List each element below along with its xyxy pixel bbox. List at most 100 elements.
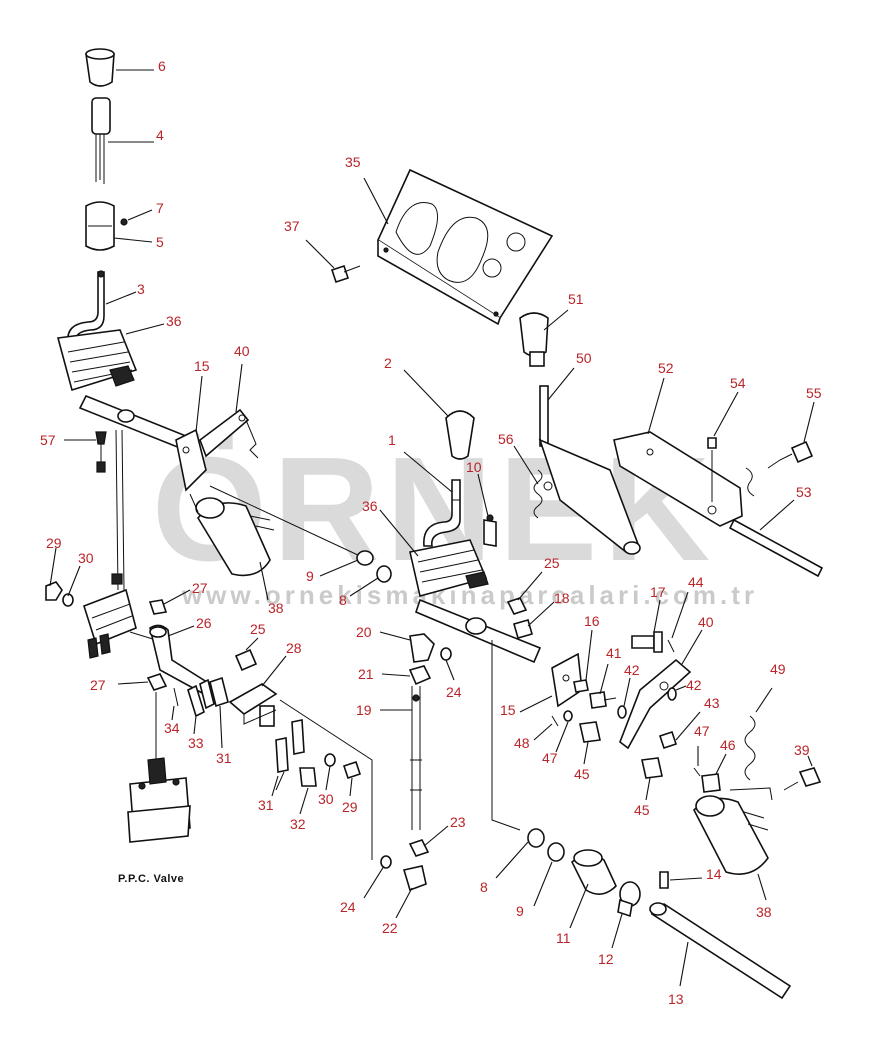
pin-44 (667, 639, 675, 653)
callouts: 6 4 7 5 3 36 15 40 57 35 37 51 50 52 54 … (40, 58, 822, 1007)
callout-28: 28 (286, 640, 302, 656)
callout-19: 19 (356, 702, 372, 718)
spring-56 (533, 469, 553, 519)
lever-50 (538, 385, 641, 555)
clevis-45-left (579, 721, 601, 743)
callout-42-a: 42 (624, 662, 640, 678)
callout-17: 17 (650, 584, 666, 600)
ppc-valve-caption: P.P.C. Valve (118, 873, 184, 885)
bracket-15-right (551, 652, 583, 708)
callout-13: 13 (668, 991, 684, 1007)
pin-16 (573, 679, 589, 693)
clevis-45-right (641, 757, 663, 779)
bracket-15-upper (175, 428, 207, 492)
bushing-11 (571, 849, 617, 895)
washer-47-left (563, 710, 573, 722)
rod-57 (95, 431, 107, 473)
callout-29-left: 29 (46, 535, 62, 551)
pin-54 (707, 437, 717, 449)
callout-48: 48 (514, 735, 530, 751)
callout-41: 41 (606, 645, 622, 661)
bolt-41 (589, 691, 617, 709)
callout-33: 33 (188, 735, 204, 751)
nut-27-upper (148, 599, 168, 615)
pin-47-right (693, 767, 701, 777)
axis-line-left-vertical (279, 699, 373, 860)
washer-25-left (234, 648, 258, 672)
callout-44: 44 (688, 574, 704, 590)
spacer-8-upper (376, 565, 392, 583)
collar-12 (617, 881, 641, 918)
callout-21: 21 (358, 666, 374, 682)
ring-center (465, 617, 487, 635)
callout-24-lower: 24 (340, 899, 356, 915)
links-33-34 (173, 676, 229, 718)
links-31-lower (275, 719, 305, 791)
callout-6: 6 (158, 58, 166, 74)
callout-11: 11 (556, 930, 571, 946)
callout-49: 49 (770, 661, 786, 677)
pin-14 (659, 871, 669, 889)
callout-51: 51 (568, 291, 584, 307)
callout-54: 54 (730, 375, 746, 391)
callout-56: 56 (498, 431, 514, 447)
washer-42-a (617, 705, 627, 719)
callout-14: 14 (706, 866, 722, 882)
knob-6 (85, 48, 115, 87)
washer-24-center (440, 647, 452, 661)
cover-panel-35 (376, 168, 554, 326)
callout-30-left: 30 (78, 550, 94, 566)
spring-49 (744, 715, 756, 781)
callout-12: 12 (598, 951, 614, 967)
nuts-29-30-left (45, 581, 74, 607)
joint-20 (409, 633, 435, 663)
callout-31-lower: 31 (258, 797, 274, 813)
pin-48 (551, 715, 559, 727)
callout-10: 10 (466, 459, 482, 475)
rod-19 (410, 686, 422, 830)
pin-46 (701, 773, 721, 793)
shaft-13 (649, 902, 792, 1000)
spacer-9-lower (547, 842, 565, 862)
lever-3 (67, 270, 105, 343)
pin-32 (299, 767, 317, 787)
callout-52: 52 (658, 360, 674, 376)
callout-50: 50 (576, 350, 592, 366)
callout-7: 7 (156, 200, 164, 216)
solenoid-38-lower (693, 795, 769, 875)
knob-2 (445, 410, 475, 460)
callout-46: 46 (720, 737, 736, 753)
axis-line-upper (209, 485, 361, 557)
callout-15-upper: 15 (194, 358, 210, 374)
boot-36-center (409, 539, 489, 597)
axis-line-center (491, 640, 521, 831)
callout-39: 39 (794, 742, 810, 758)
nut-25-center (506, 597, 528, 615)
lever-1 (423, 479, 461, 547)
callout-31-upper: 31 (216, 750, 232, 766)
callout-23: 23 (450, 814, 466, 830)
bracket-52 (613, 431, 743, 527)
callout-43: 43 (704, 695, 720, 711)
arm-40-upper (199, 408, 259, 459)
spacer-8-lower (527, 828, 545, 848)
callout-47-right: 47 (694, 723, 710, 739)
callout-26: 26 (196, 615, 212, 631)
callout-30-lower: 30 (318, 791, 334, 807)
callout-9-lower: 9 (516, 903, 524, 919)
callout-20: 20 (356, 624, 372, 640)
handle-51 (519, 312, 549, 367)
callout-38-upper: 38 (268, 600, 284, 616)
spacer-9-upper (356, 550, 374, 566)
callout-18: 18 (554, 590, 570, 606)
joint-22 (402, 865, 427, 892)
callout-36-center: 36 (362, 498, 378, 514)
bolt-55 (767, 440, 814, 469)
callout-35: 35 (345, 154, 361, 170)
callout-15-right: 15 (500, 702, 516, 718)
callout-38-lower: 38 (756, 904, 772, 920)
callout-25-center: 25 (544, 555, 560, 571)
callout-32: 32 (290, 816, 306, 832)
grip-5 (85, 201, 128, 251)
